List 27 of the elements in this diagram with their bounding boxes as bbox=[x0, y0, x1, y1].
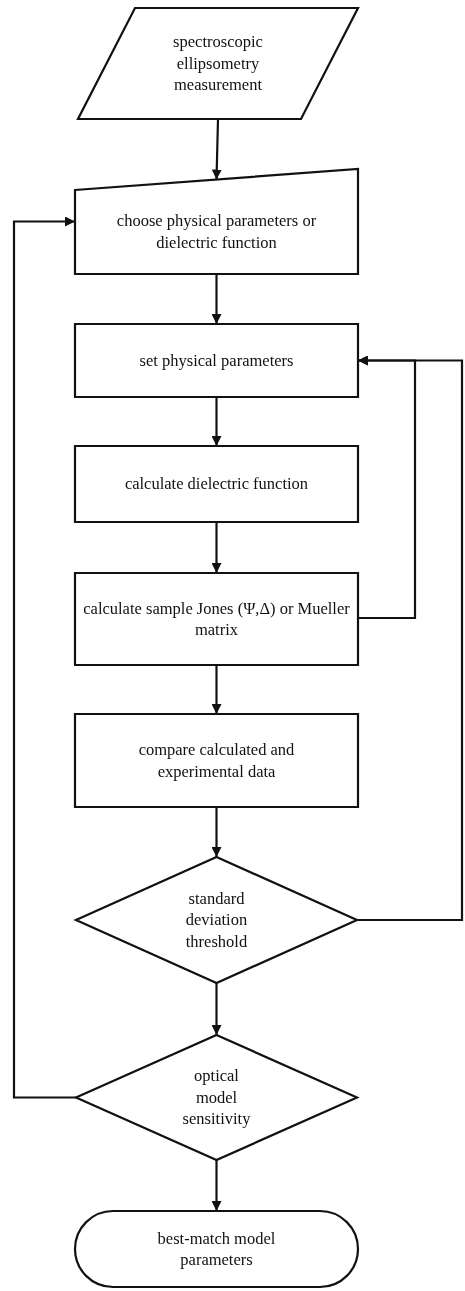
process-box bbox=[75, 446, 358, 522]
arrow bbox=[211, 522, 222, 573]
node-label: choose physical parameters or dielectric function bbox=[115, 210, 318, 253]
arrow bbox=[211, 665, 222, 714]
node-label: calculate dielectric function bbox=[124, 473, 309, 495]
node-label: set physical parameters bbox=[139, 349, 294, 372]
node-label: best-match model parameters bbox=[156, 1227, 277, 1271]
arrow bbox=[211, 397, 222, 446]
node-label: spectroscopic ellipsometry measurement bbox=[172, 31, 264, 96]
arrow bbox=[211, 1160, 222, 1211]
arrow bbox=[211, 807, 222, 857]
node-label: compare calculated and experimental data bbox=[137, 739, 296, 782]
arrow bbox=[12, 216, 76, 1099]
input-parallelogram bbox=[78, 8, 358, 119]
arrow bbox=[211, 983, 222, 1035]
decision-diamond bbox=[76, 1035, 357, 1160]
arrow bbox=[211, 274, 222, 324]
process-box bbox=[75, 324, 358, 397]
terminator bbox=[75, 1211, 358, 1287]
process-box bbox=[75, 714, 358, 807]
manual-input-box bbox=[75, 169, 358, 274]
node-label: calculate sample Jones (Ψ,Δ) or Mueller matrix bbox=[82, 597, 351, 641]
decision-diamond bbox=[76, 857, 357, 983]
node-label: optical model sensitivity bbox=[181, 1065, 252, 1130]
arrow bbox=[357, 355, 464, 922]
node-label: standard deviation threshold bbox=[184, 887, 249, 953]
process-box bbox=[75, 573, 358, 665]
